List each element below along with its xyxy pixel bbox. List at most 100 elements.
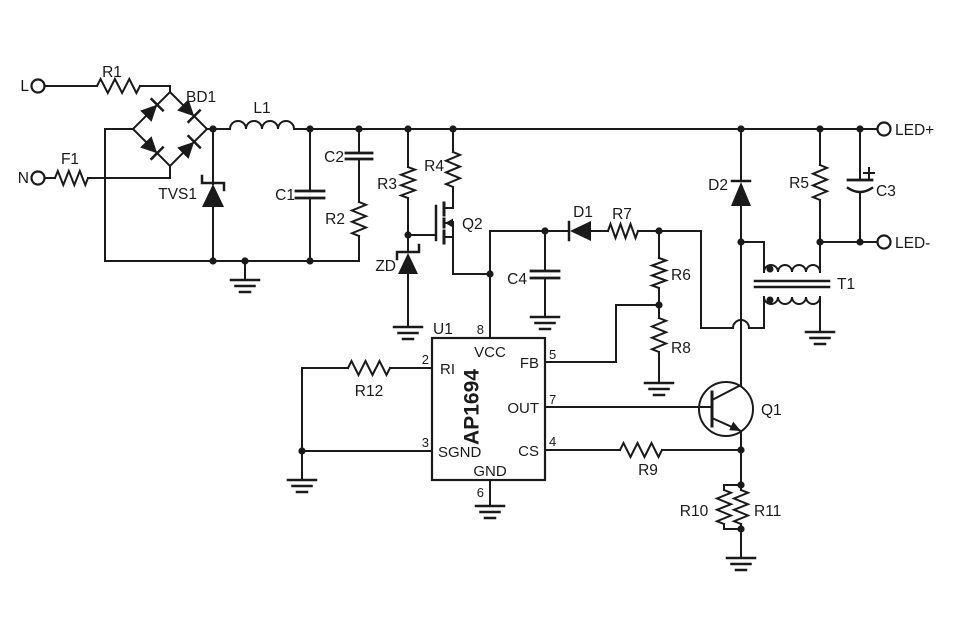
label-r3: R3 [377, 176, 397, 193]
label-n-terminal: N [18, 170, 29, 187]
ic-part-number: AP1694 [461, 369, 484, 445]
ic-text: U1 AP1694 VCC RI SGND GND FB OUT CS 8 2 … [422, 321, 556, 500]
ground-r8 [643, 381, 675, 397]
label-led-plus: LED+ [895, 122, 934, 139]
ground-main [229, 278, 261, 294]
resistor-r7 [606, 221, 640, 241]
label-zd: ZD [375, 258, 396, 275]
label-f1: F1 [61, 151, 79, 168]
label-u1: U1 [433, 321, 453, 338]
t1-phase-dot-bottom [766, 296, 774, 304]
capacitor-c1 [294, 189, 326, 200]
label-r12: R12 [355, 383, 383, 400]
resistor-r11 [731, 488, 751, 526]
diode-d2 [730, 179, 752, 206]
label-l-terminal: L [20, 78, 29, 95]
mosfet-q2 [434, 201, 453, 245]
label-q2: Q2 [462, 216, 483, 233]
ic-pin-fb-name: FB [520, 355, 539, 372]
label-d1: D1 [573, 204, 593, 221]
ground-c4 [529, 315, 561, 331]
ic-pin-vcc-num: 8 [477, 322, 484, 337]
bjt-q1 [698, 381, 754, 437]
ground-r10r11 [725, 556, 757, 572]
ground-symbols [229, 260, 836, 572]
q1-emitter-arrow [729, 421, 741, 431]
label-r6: R6 [671, 267, 691, 284]
transformer-t1 [753, 264, 831, 305]
ic-body-u1 [430, 336, 547, 482]
label-r11: R11 [754, 503, 781, 520]
ic-pin-sgnd-name: SGND [438, 444, 482, 461]
label-tvs1: TVS1 [158, 186, 197, 203]
resistor-r2 [349, 200, 369, 238]
label-r10: R10 [680, 503, 709, 520]
resistor-symbols [53, 76, 830, 526]
resistor-r8 [649, 316, 669, 354]
ground-t1 [804, 330, 836, 346]
label-led-minus: LED- [895, 235, 930, 252]
ic-pin-gnd-name: GND [473, 463, 507, 480]
terminal-led-plus [876, 121, 892, 137]
label-c3: C3 [876, 183, 896, 200]
label-r4: R4 [424, 158, 444, 175]
t1-core [753, 279, 831, 289]
label-l1: L1 [253, 100, 270, 117]
ic-pin-ri-name: RI [440, 361, 455, 378]
t1-phase-dot-top [766, 265, 774, 273]
ic-pin-fb-num: 5 [549, 347, 556, 362]
label-r5: R5 [789, 175, 809, 192]
ic-pin-vcc-name: VCC [474, 344, 506, 361]
diode-d1 [567, 220, 591, 242]
terminal-led-minus [876, 234, 892, 250]
t1-secondary-winding [762, 264, 822, 274]
t1-primary-winding [762, 295, 822, 305]
bd1-diode-top-left [140, 104, 158, 122]
terminals [30, 78, 892, 250]
tvs-diode-tvs1 [200, 174, 226, 207]
resistor-r12 [346, 358, 392, 378]
label-r7: R7 [612, 206, 632, 223]
resistor-r5 [810, 163, 830, 202]
inductor-l1 [228, 120, 296, 131]
resistor-r1 [95, 76, 142, 96]
capacitor-c2 [344, 151, 374, 161]
resistor-r6 [649, 256, 669, 290]
wires [43, 85, 879, 559]
ic-pin-cs-num: 4 [549, 434, 556, 449]
label-c1: C1 [275, 187, 295, 204]
capacitor-c3-electrolytic [846, 167, 875, 194]
c3-plus-sign [863, 167, 875, 179]
labels: L N LED+ LED- R1 F1 BD1 TVS1 L1 C1 C2 R2… [18, 64, 934, 520]
terminal-l [30, 78, 46, 94]
bridge-rectifier-bd1 [131, 90, 209, 168]
label-d2: D2 [708, 177, 728, 194]
label-bd1: BD1 [186, 89, 216, 106]
terminal-n [30, 170, 46, 186]
ic-pin-gnd-num: 6 [477, 485, 484, 500]
label-r9: R9 [638, 462, 658, 479]
ic-pin-out-num: 7 [549, 392, 556, 407]
bd1-diode-top-right [177, 99, 195, 117]
resistor-r10 [714, 488, 734, 526]
ground-ic [474, 504, 506, 520]
label-q1: Q1 [761, 402, 782, 419]
junction-dots [209, 125, 864, 533]
ic-pin-cs-name: CS [518, 443, 539, 460]
zener-diode-zd [395, 243, 421, 274]
label-c3-polarity: + [864, 165, 873, 182]
q2-arrow [445, 218, 453, 228]
ground-zd [392, 325, 424, 341]
label-c4: C4 [507, 271, 527, 288]
ic-pin-out-name: OUT [507, 400, 539, 417]
bd1-diode-bottom-left [140, 136, 158, 154]
label-r8: R8 [671, 340, 691, 357]
resistor-r9 [618, 440, 664, 460]
label-c2: C2 [324, 149, 344, 166]
label-t1: T1 [837, 276, 855, 293]
ic-pin-ri-num: 2 [422, 352, 429, 367]
bd1-diode-bottom-right [177, 141, 195, 159]
ic-pin-sgnd-num: 3 [422, 435, 429, 450]
